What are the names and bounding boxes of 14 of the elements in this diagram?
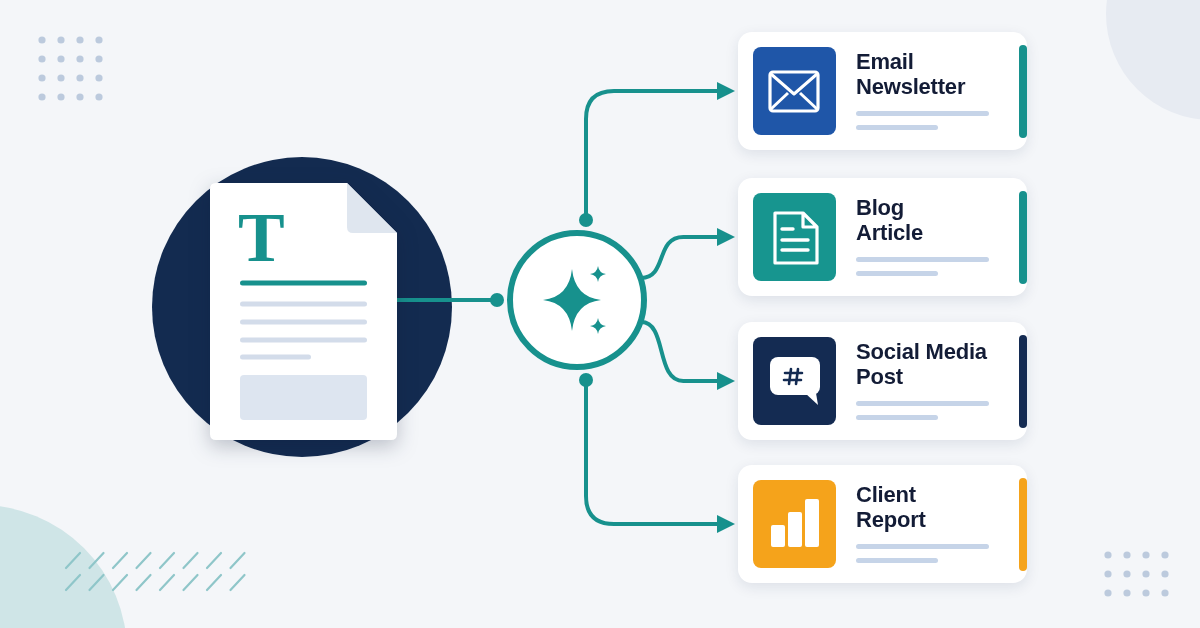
- card-title: Social Media Post: [856, 339, 988, 389]
- card-title: Client Report: [856, 482, 927, 532]
- card-title: Blog Article: [856, 195, 925, 245]
- output-card: [738, 32, 1027, 150]
- card-title: Email Newsletter: [856, 49, 967, 99]
- document-page: [210, 183, 397, 440]
- title-letter: T: [238, 203, 285, 273]
- output-card: [738, 465, 1027, 583]
- arrow: [579, 82, 735, 227]
- output-card: [738, 322, 1027, 440]
- arrow: [579, 373, 735, 533]
- connector-line: [397, 293, 504, 307]
- output-card: [738, 178, 1027, 296]
- arrow: [641, 228, 735, 280]
